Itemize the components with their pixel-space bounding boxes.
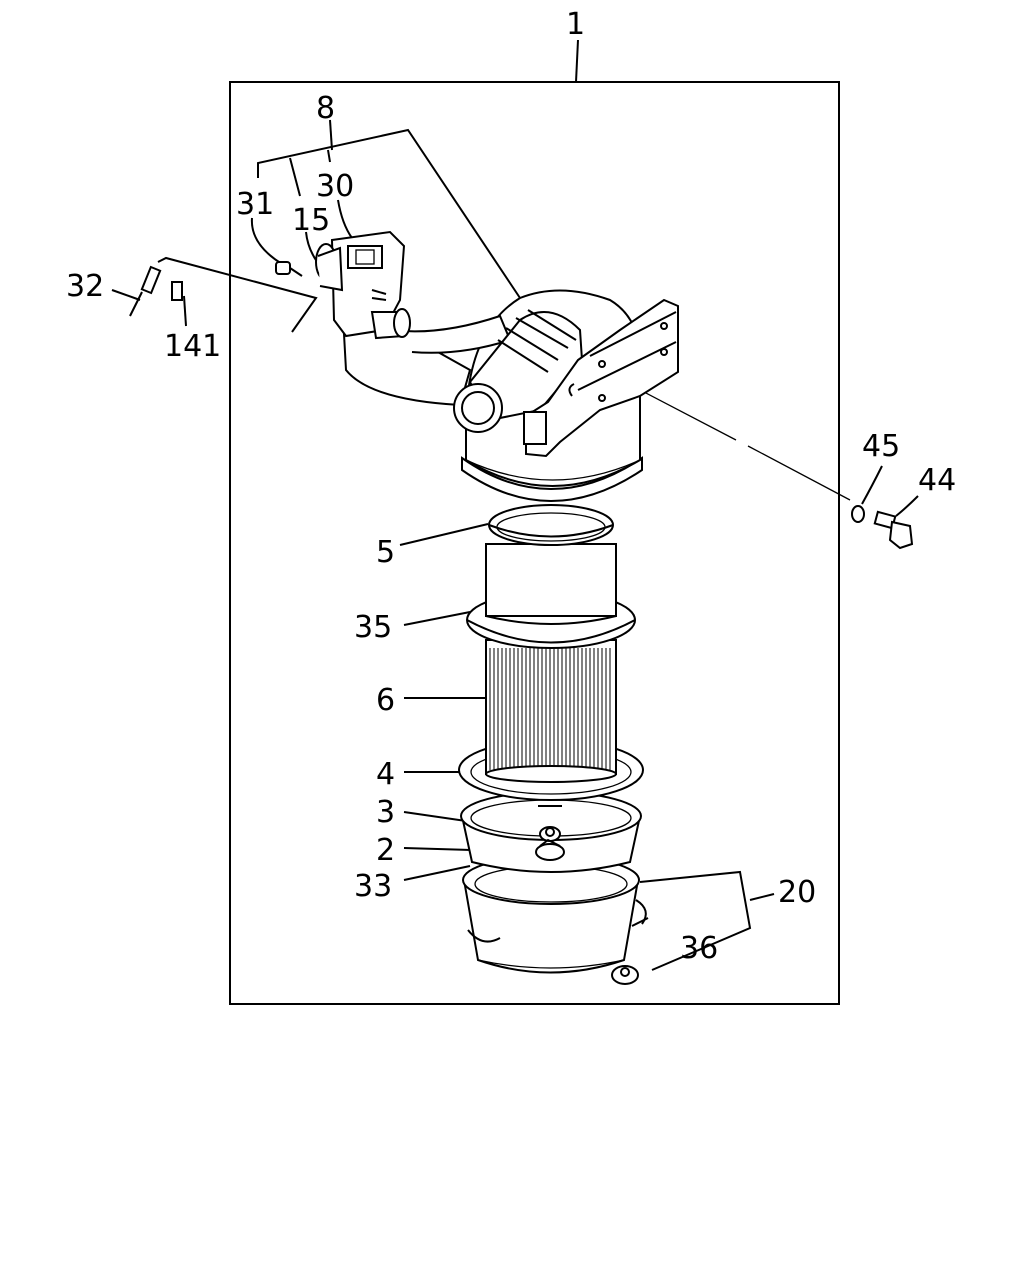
label-1: 1	[566, 7, 585, 42]
top-housing	[315, 230, 679, 502]
label-141: 141	[164, 329, 221, 364]
label-20: 20	[778, 875, 816, 910]
label-15: 15	[292, 203, 330, 238]
o-ring	[488, 504, 614, 546]
lower-cup	[460, 791, 642, 873]
part-labels: 1 8 30 31 15 32 141 45 44 5 35 6 4 3 2 3…	[66, 7, 956, 966]
label-45: 45	[862, 429, 900, 464]
fasteners	[129, 261, 914, 985]
label-2: 2	[376, 833, 395, 868]
label-8: 8	[316, 91, 335, 126]
label-44: 44	[918, 463, 956, 498]
label-32: 32	[66, 269, 104, 304]
label-6: 6	[376, 683, 395, 718]
assembly-frame	[229, 81, 840, 1005]
label-3: 3	[376, 795, 395, 830]
label-30: 30	[316, 169, 354, 204]
label-4: 4	[376, 757, 395, 792]
label-33: 33	[354, 869, 392, 904]
filter-element	[466, 543, 636, 783]
label-35: 35	[354, 610, 392, 645]
label-31: 31	[236, 187, 274, 222]
label-36: 36	[680, 931, 718, 966]
label-5: 5	[376, 535, 395, 570]
bottom-cover	[462, 855, 649, 974]
